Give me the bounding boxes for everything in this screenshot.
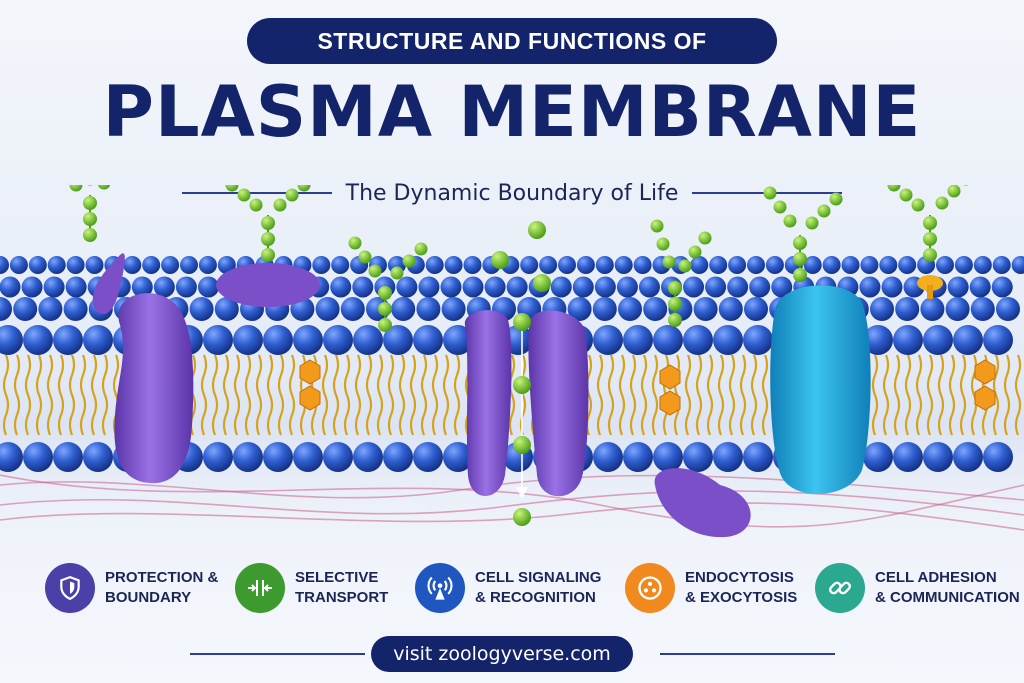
glycolipid-receptor bbox=[917, 275, 943, 299]
pre-title-banner: STRUCTURE AND FUNCTIONS OF bbox=[247, 18, 777, 64]
website-text: visit zoologyverse.com bbox=[393, 643, 611, 665]
feature-protection: PROTECTION & BOUNDARY bbox=[45, 560, 218, 616]
feature-signaling: CELL SIGNALING & RECOGNITION bbox=[415, 560, 601, 616]
cholesterol-molecules bbox=[299, 359, 996, 416]
glycocalyx-chains bbox=[69, 185, 969, 332]
feature-transport: SELECTIVE TRANSPORT bbox=[235, 560, 388, 616]
feature-list: PROTECTION & BOUNDARY SELECTIVE TRANSPOR… bbox=[0, 560, 1024, 620]
transport-arrows-icon bbox=[235, 563, 285, 613]
feature-label-line2: & EXOCYTOSIS bbox=[685, 589, 798, 606]
chain-link-icon bbox=[815, 563, 865, 613]
channel-protein bbox=[464, 221, 589, 526]
feature-endocytosis: ENDOCYTOSIS & EXOCYTOSIS bbox=[625, 560, 797, 616]
feature-label-line2: & COMMUNICATION bbox=[875, 589, 1020, 606]
shield-icon bbox=[45, 563, 95, 613]
feature-label-line2: BOUNDARY bbox=[105, 589, 192, 606]
peripheral-protein-bottom bbox=[654, 468, 751, 538]
peripheral-protein-top bbox=[216, 263, 320, 307]
footer-divider-right bbox=[660, 653, 835, 655]
feature-label-line1: CELL SIGNALING bbox=[475, 568, 602, 586]
feature-label-line2: TRANSPORT bbox=[295, 589, 389, 606]
subtitle-row: The Dynamic Boundary of Life bbox=[0, 178, 1024, 208]
feature-label-line1: ENDOCYTOSIS bbox=[685, 568, 794, 586]
page-title: PLASMA MEMBRANE bbox=[102, 71, 922, 153]
feature-adhesion: CELL ADHESION & COMMUNICATION bbox=[815, 560, 1020, 616]
signal-tower-icon bbox=[415, 563, 465, 613]
phospholipid-heads-inner bbox=[0, 442, 1013, 472]
membrane-illustration bbox=[0, 185, 1024, 545]
feature-label-line1: PROTECTION & bbox=[105, 568, 219, 586]
integral-protein-purple bbox=[92, 253, 194, 484]
feature-label-line1: SELECTIVE bbox=[295, 568, 379, 586]
footer-divider-left bbox=[190, 653, 365, 655]
feature-label-line2: & RECOGNITION bbox=[475, 589, 596, 606]
cytoskeleton-fibers bbox=[0, 474, 1024, 531]
website-link[interactable]: visit zoologyverse.com bbox=[371, 636, 633, 672]
pre-title: STRUCTURE AND FUNCTIONS OF bbox=[317, 27, 707, 54]
feature-label-line1: CELL ADHESION bbox=[875, 568, 997, 586]
subtitle: The Dynamic Boundary of Life bbox=[345, 180, 679, 206]
phospholipid-heads-back bbox=[0, 256, 1024, 321]
subtitle-divider-left bbox=[181, 192, 332, 194]
vesicle-icon bbox=[625, 563, 675, 613]
integral-protein-cyan bbox=[770, 285, 871, 495]
